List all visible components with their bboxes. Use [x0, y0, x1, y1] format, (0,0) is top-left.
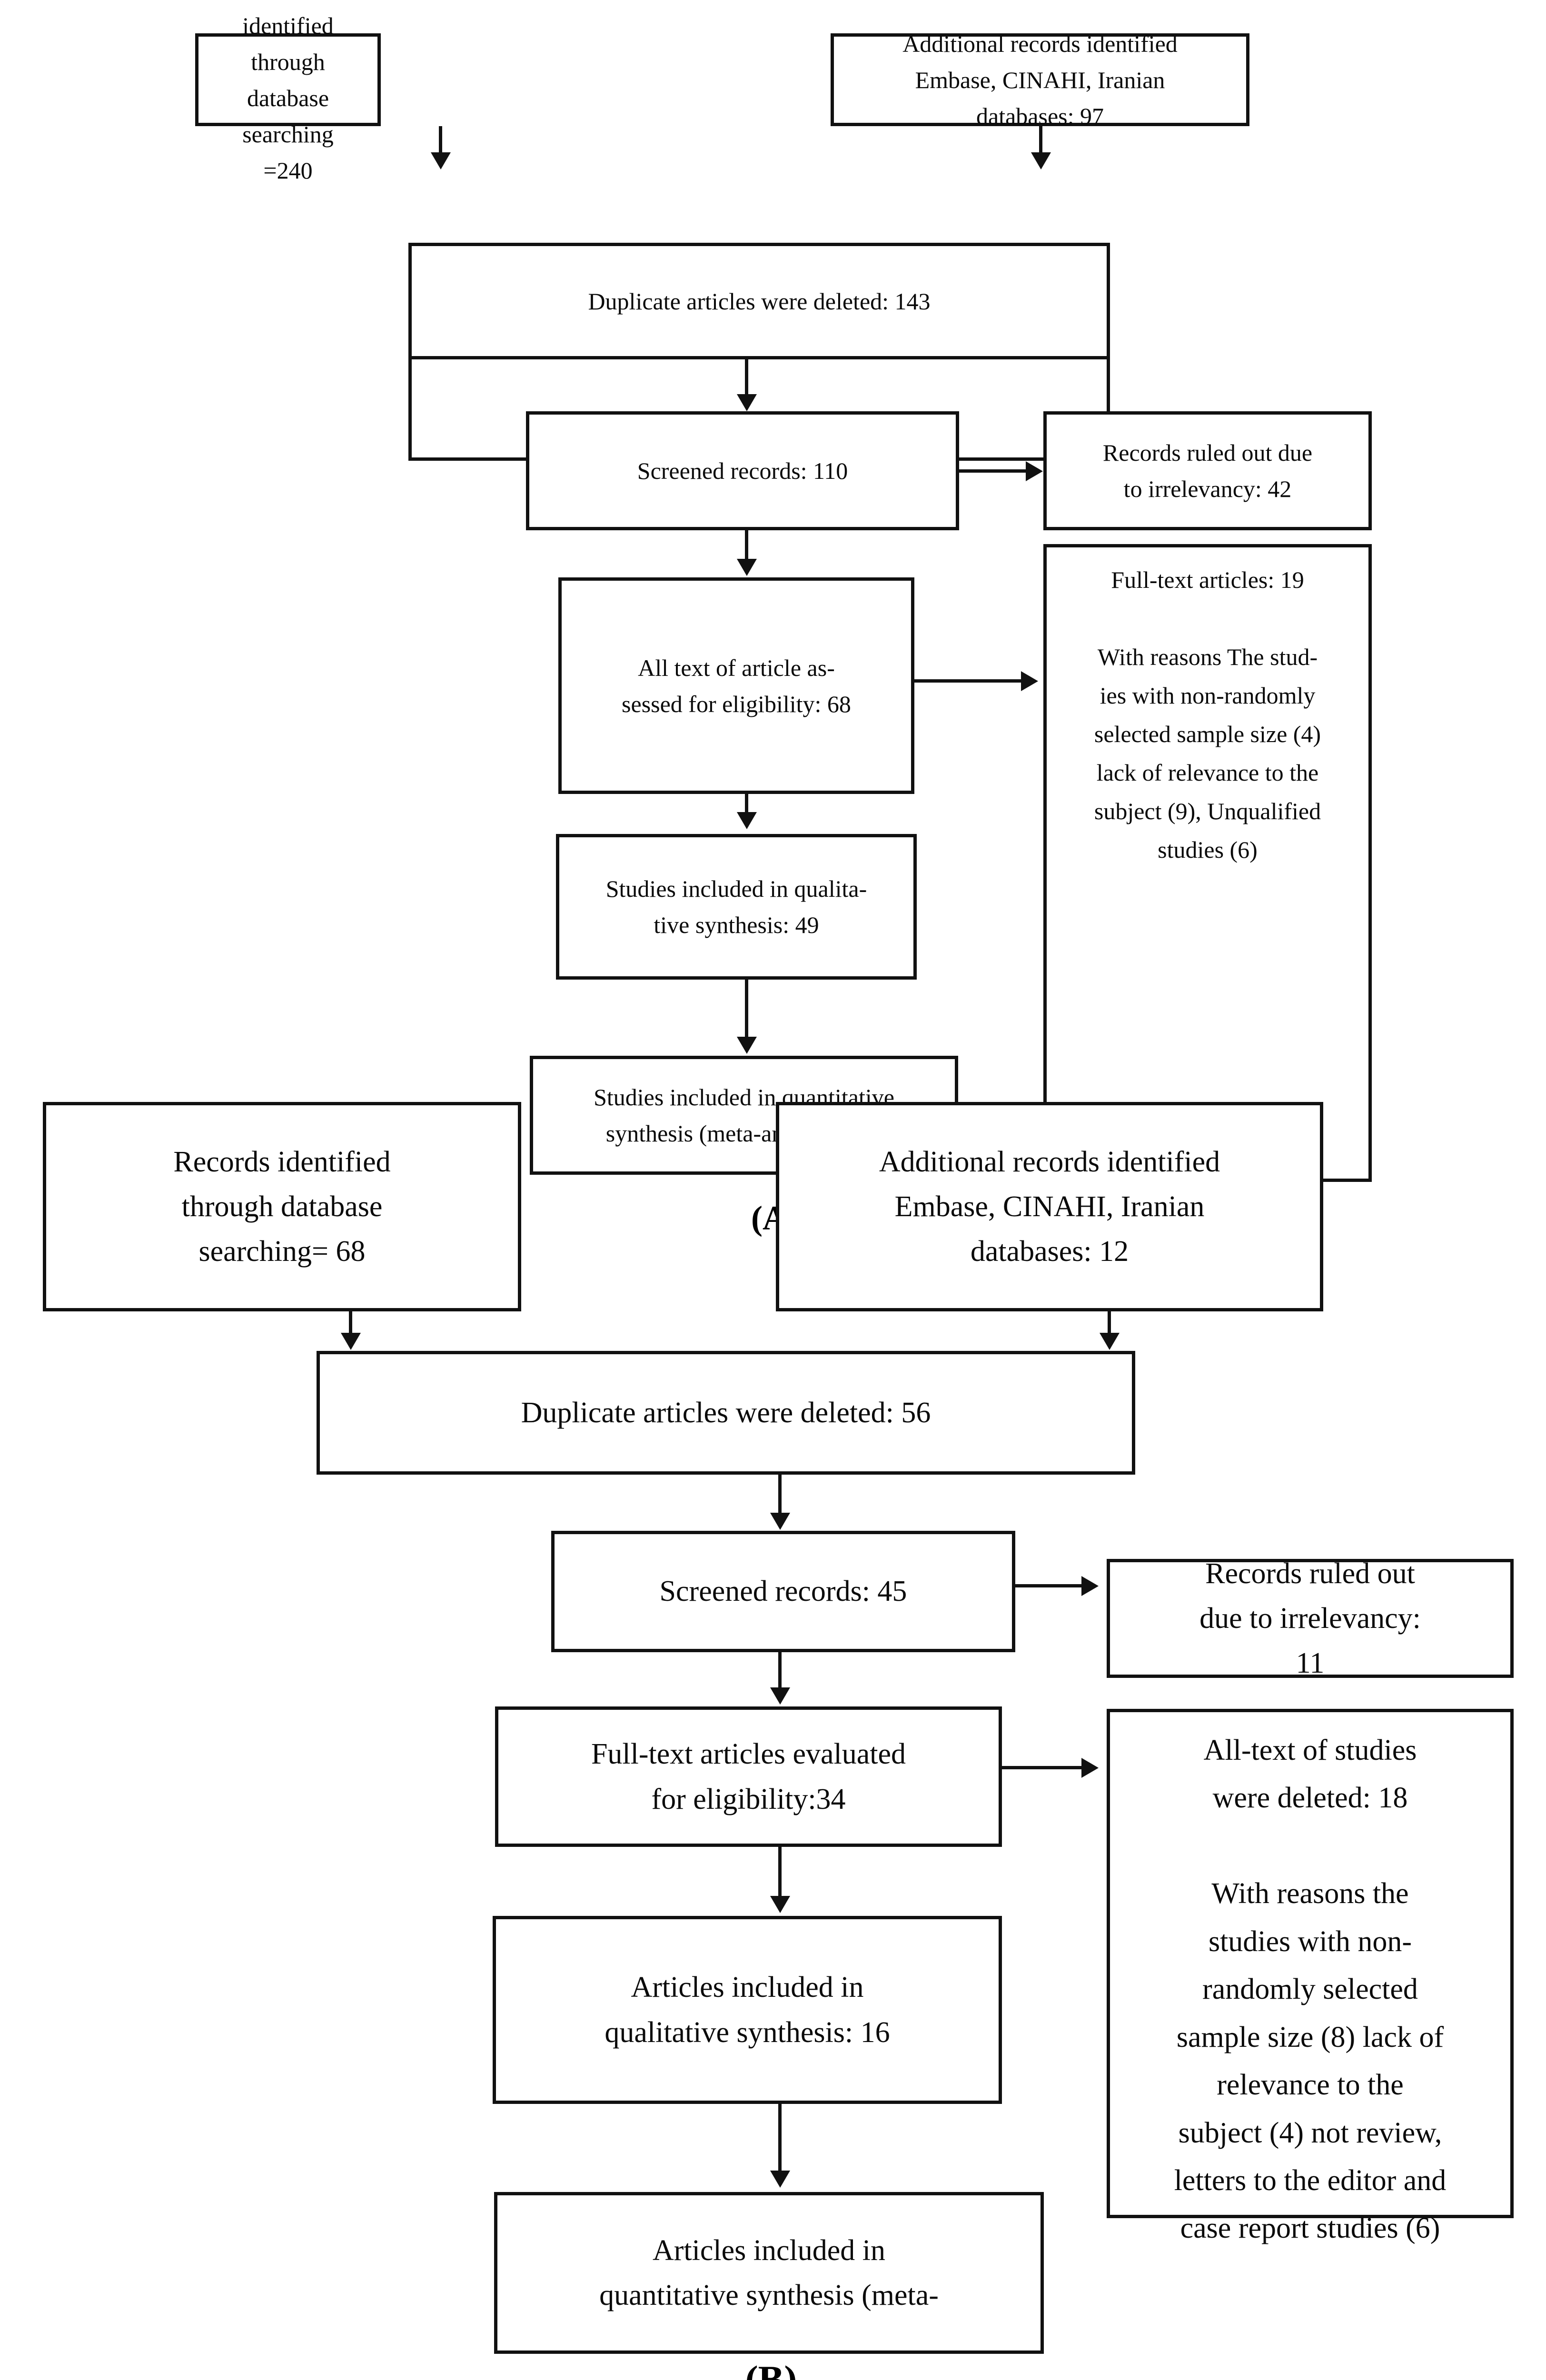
- arrow-qualitative-to-quantitative-b: [770, 2171, 790, 2188]
- box-records-identified-database-b: Records identified through database sear…: [43, 1102, 521, 1311]
- box-text: All-text of studies were deleted: 18 Wit…: [1174, 1734, 1447, 2245]
- connector-screened-to-excluded-a: [959, 469, 1031, 473]
- box-screened-records-b: Screened records: 45: [551, 1531, 1015, 1652]
- box-text: Additional records identified Embase, CI…: [879, 1145, 1220, 1268]
- box-screened-records-a: Screened records: 110: [526, 411, 959, 530]
- arrow-qualitative-to-quantitative-a: [737, 1037, 757, 1054]
- arrow-eligibility-to-qualitative-a: [737, 812, 757, 829]
- box-text: All text of article as- sessed for eligi…: [622, 654, 851, 717]
- arrow-screened-to-excluded-a: [1026, 461, 1043, 481]
- box-text: Records identified through database sear…: [173, 1145, 391, 1268]
- box-quantitative-synthesis-b: Articles included in quantitative synthe…: [494, 2192, 1044, 2354]
- box-qualitative-synthesis-b: Articles included in qualitative synthes…: [493, 1916, 1002, 2104]
- arrow-duplicates-to-screened-a: [737, 394, 757, 411]
- arrow-eligibility-to-fulltext-a: [1021, 671, 1038, 691]
- connector-eligibility-to-qualitative-a: [745, 794, 748, 817]
- panel-b-caption: (B): [745, 2358, 797, 2380]
- connector-screened-to-eligibility-b: [778, 1652, 782, 1694]
- connector-eligibility-to-qualitative-b: [778, 1847, 782, 1903]
- connector-duplicates-to-screened-b: [778, 1475, 782, 1519]
- box-records-ruled-out-irrelevancy-b: Records ruled out due to irrelevancy: 11: [1107, 1557, 1514, 1679]
- box-text: Articles included in quantitative synthe…: [599, 2234, 939, 2311]
- box-text: Records ruled out due to irrelevancy: 11: [1199, 1557, 1421, 1680]
- box-text: Screened records: 110: [637, 457, 848, 484]
- arrow-records-to-duplicates-a: [431, 152, 451, 169]
- arrow-screened-to-excluded-b: [1081, 1576, 1099, 1596]
- arrow-duplicates-to-screened-b: [770, 1513, 790, 1530]
- box-text: Records ruled out due to irrelevancy: 42: [1102, 439, 1313, 502]
- connector-qualitative-to-quantitative-a: [745, 980, 748, 1041]
- panel-b: Records identified through database sear…: [43, 1102, 1514, 2380]
- box-fulltext-excluded-a: Full-text articles: 19 With reasons The …: [1043, 544, 1372, 1182]
- connector-qualitative-to-quantitative-b: [778, 2104, 782, 2178]
- box-qualitative-synthesis-a: Studies included in qualita- tive synthe…: [556, 834, 917, 980]
- connector-screened-to-eligibility-a: [745, 530, 748, 563]
- arrow-eligibility-to-fulltext-b: [1081, 1758, 1099, 1778]
- box-text: Studies included in qualita- tive synthe…: [605, 875, 867, 938]
- arrow-screened-to-eligibility-a: [737, 559, 757, 576]
- connector-additional-to-duplicates-b: [1108, 1311, 1111, 1336]
- box-text: Records identified through database sear…: [242, 0, 334, 184]
- box-text: Duplicate articles were deleted: 56: [521, 1396, 931, 1429]
- arrow-eligibility-to-qualitative-b: [770, 1896, 790, 1913]
- connector-additional-to-duplicates-a: [1039, 126, 1042, 156]
- arrow-additional-to-duplicates-b: [1100, 1333, 1120, 1350]
- box-duplicates-b: Duplicate articles were deleted: 56: [317, 1351, 1135, 1475]
- box-duplicates-a: Duplicate articles were deleted: 143: [408, 243, 1110, 359]
- connector-duplicates-to-screened-a: [745, 359, 748, 397]
- arrow-screened-to-eligibility-b: [770, 1687, 790, 1705]
- box-fulltext-excluded-b: All-text of studies were deleted: 18 Wit…: [1107, 1709, 1514, 2244]
- box-eligibility-b: Full-text articles evaluated for eligibi…: [495, 1706, 1002, 1847]
- box-additional-records-a: Additional records identified Embase, CI…: [831, 30, 1249, 129]
- box-text: Articles included in qualitative synthes…: [605, 1971, 890, 2049]
- connector-eligibility-to-fulltext-b: [1002, 1766, 1088, 1769]
- connector-records-to-duplicates-a: [439, 126, 442, 156]
- box-text: Full-text articles evaluated for eligibi…: [591, 1738, 906, 1815]
- box-records-ruled-out-a: Records ruled out due to irrelevancy: 42: [1043, 411, 1372, 530]
- arrow-additional-to-duplicates-a: [1031, 152, 1051, 169]
- box-eligibility-a: All text of article as- sessed for eligi…: [558, 577, 914, 794]
- connector-screened-to-excluded-b: [1015, 1584, 1087, 1587]
- box-records-identified-database-a: Records identified through database sear…: [195, 0, 381, 184]
- box-additional-records-b: Additional records identified Embase, CI…: [776, 1102, 1323, 1311]
- box-text: Additional records identified Embase, CI…: [902, 30, 1178, 129]
- box-text: Screened records: 45: [659, 1575, 907, 1608]
- arrow-records-to-duplicates-b: [341, 1333, 361, 1350]
- connector-records-to-duplicates-b: [349, 1311, 352, 1336]
- box-text: Duplicate articles were deleted: 143: [588, 288, 931, 315]
- box-text: Full-text articles: 19 With reasons The …: [1094, 566, 1321, 863]
- connector-eligibility-to-fulltext-a: [914, 679, 1025, 683]
